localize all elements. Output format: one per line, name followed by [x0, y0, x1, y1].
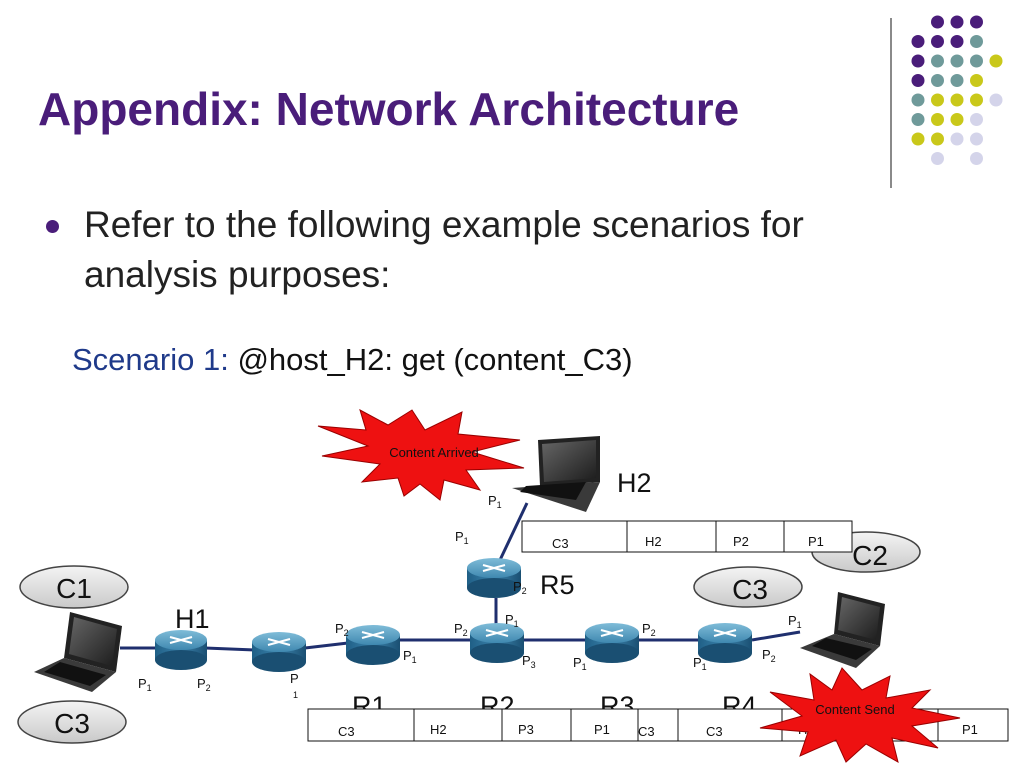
router-r2 [470, 623, 524, 663]
decor-dot [970, 74, 983, 87]
slide-title: Appendix: Network Architecture [38, 83, 740, 135]
link-rB-r1 [304, 641, 349, 650]
decor-dot [950, 132, 964, 146]
content-oval-c1: C1 [19, 565, 129, 609]
content-label-c3-left: C3 [54, 708, 90, 739]
port-r5-top: P1 [455, 529, 469, 546]
bullet-marker [46, 220, 59, 233]
decor-dot [931, 35, 944, 48]
table-top-cell: H2 [645, 534, 662, 549]
star-content-send: Content Send [759, 667, 961, 764]
star-text-arrived: Content Arrived [389, 445, 479, 460]
decor-dot [931, 54, 944, 68]
content-oval-c3-left: C3 [17, 700, 127, 744]
content-label-c1: C1 [56, 573, 92, 604]
decor-dot [970, 93, 983, 107]
host-label-h1: H1 [175, 604, 210, 634]
decor-dot [970, 54, 983, 68]
link-r5-h2 [498, 502, 529, 561]
link-r4-h3 [751, 630, 801, 642]
router-plain [252, 632, 306, 672]
table-bottom-left-cell: P3 [518, 722, 534, 737]
port-r5-bottom: P2 [513, 579, 527, 596]
port-h1-p2: P2 [197, 676, 211, 693]
link-rA-rB [204, 646, 256, 652]
host-label-h2: H2 [617, 468, 652, 498]
laptop-h2 [512, 436, 600, 512]
content-label-c2: C2 [852, 540, 888, 571]
router-r5 [467, 558, 521, 598]
port-r4-p1: P1 [693, 655, 707, 672]
table-bottom-left-cell: C3 [338, 724, 355, 739]
divider-line [890, 18, 892, 188]
decorative-dot-grid [911, 15, 1003, 165]
decor-dot [911, 74, 925, 87]
links [120, 502, 801, 652]
decor-dot [931, 152, 944, 165]
table-bottom-mid-cell: C3 [638, 724, 655, 739]
port-r1-p2: P2 [335, 621, 349, 638]
decor-dot [970, 113, 983, 126]
decor-dot [931, 93, 944, 107]
star-text-send: Content Send [815, 702, 895, 717]
packet-table-top: C3 H2 P2 P1 [521, 520, 853, 553]
decor-dot [989, 54, 1003, 68]
port-r3-p1: P1 [573, 655, 587, 672]
table-bottom-right-cell: C3 [706, 724, 723, 739]
decor-dot [911, 35, 925, 48]
table-top-cell: P2 [733, 534, 749, 549]
router-h1-side [155, 630, 207, 670]
router-r1 [346, 625, 400, 665]
port-r1-p1: P1 [403, 648, 417, 665]
port-h3-p1: P1 [788, 613, 802, 630]
port-h1-p1: P1 [138, 676, 152, 693]
decor-dot [950, 93, 964, 107]
laptop-h3 [800, 592, 885, 668]
decor-dot [911, 132, 925, 146]
decor-dot [950, 113, 964, 126]
decor-dot [911, 54, 925, 68]
decor-dot [931, 113, 944, 126]
decor-dot [931, 132, 944, 146]
router-r4 [698, 623, 752, 663]
decor-dot [950, 74, 964, 87]
decor-dot [970, 35, 983, 48]
laptop-h1 [34, 612, 122, 692]
scenario-label: Scenario 1: [72, 342, 229, 377]
decor-dot [911, 113, 925, 126]
table-bottom-right-cell: P1 [962, 722, 978, 737]
port-r2-p1: P1 [505, 612, 519, 629]
scenario-line: Scenario 1: @host_H2: get (content_C3) [72, 342, 633, 378]
packet-table-bottom-left: C3 H2 P3 P1 [307, 708, 639, 742]
decor-dot [950, 54, 964, 68]
table-bottom-left-cell: P1 [594, 722, 610, 737]
port-h3-p2: P2 [762, 647, 776, 664]
router-label-r5: R5 [540, 570, 575, 600]
content-oval-c3-right: C3 [693, 566, 803, 608]
decor-dot [970, 132, 983, 146]
star-content-arrived: Content Arrived [317, 408, 525, 501]
table-bottom-left-cell: H2 [430, 722, 447, 737]
decor-dot [970, 15, 983, 29]
decor-dot [950, 15, 964, 29]
table-top-cell: P1 [808, 534, 824, 549]
port-r2-p2: P2 [454, 621, 468, 638]
router-r3 [585, 623, 639, 663]
port-r2-p3: P3 [522, 653, 536, 670]
decor-dot [989, 93, 1003, 107]
port-r3-p2: P2 [642, 621, 656, 638]
decor-dot [931, 74, 944, 87]
bullet-text: Refer to the following example scenarios… [84, 204, 804, 295]
decor-dot [911, 93, 925, 107]
decor-dot [950, 35, 964, 48]
content-label-c3-right: C3 [732, 574, 768, 605]
decor-dot [931, 15, 944, 29]
table-top-cell: C3 [552, 536, 569, 551]
decor-dot [970, 152, 983, 165]
scenario-text: @host_H2: get (content_C3) [237, 342, 633, 377]
port-h2: P1 [488, 493, 502, 510]
